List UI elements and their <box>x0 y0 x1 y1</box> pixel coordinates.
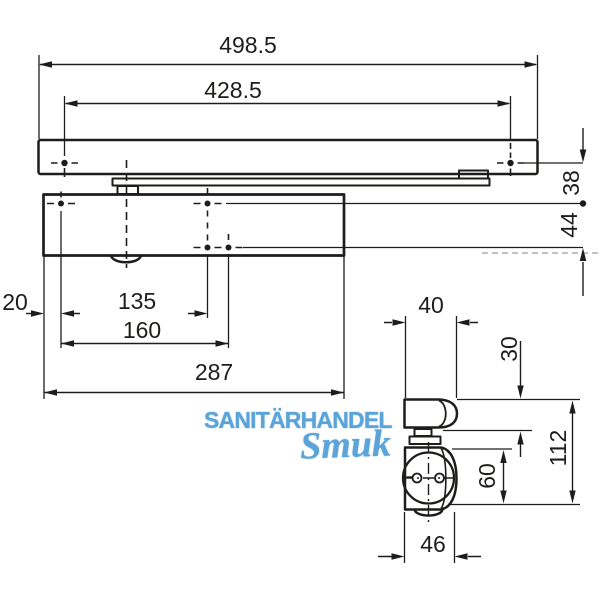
dim-label-112: 112 <box>545 430 571 467</box>
side-view-centerlines <box>402 442 456 526</box>
slide-rail-outline <box>37 138 539 176</box>
dim-label-46: 46 <box>420 531 446 557</box>
rail-profile-inner-edge <box>438 399 447 428</box>
ext-40 <box>404 316 458 398</box>
ext-498 <box>38 55 539 139</box>
spindle-hub <box>408 435 442 445</box>
valve-bump-arc <box>109 254 143 264</box>
rail-hole-left <box>61 159 68 167</box>
closer-body-outline <box>42 193 346 257</box>
rail-hole-center-marks <box>51 143 524 177</box>
dim-60-arrows <box>500 450 507 504</box>
side-valve-bump <box>413 508 444 517</box>
rail-hole-right <box>507 159 514 167</box>
dim-label-44: 44 <box>556 212 582 238</box>
ext-428 <box>63 96 512 156</box>
rail-profile <box>403 398 459 429</box>
top-view-dimensions: 498.5 428.5 38 44 20 135 160 287 <box>2 32 587 399</box>
side-view-dimensions: 40 30 112 60 46 <box>378 292 580 563</box>
dim-label-30: 30 <box>496 336 522 362</box>
ext-below-body <box>43 211 345 399</box>
dim-label-287: 287 <box>195 359 233 385</box>
dim-30-arrows <box>517 385 524 445</box>
dim-label-40: 40 <box>418 292 444 318</box>
dim-label-38: 38 <box>558 170 584 196</box>
dim-label-20: 20 <box>2 289 28 315</box>
side-view <box>401 398 459 526</box>
side-ext-horizontal <box>443 398 580 506</box>
arm-pivot-boss <box>116 185 139 195</box>
spindle-upper <box>413 428 433 437</box>
body-hole-bottom-right <box>225 244 232 251</box>
hole-leader-lines <box>226 162 583 249</box>
top-view <box>37 138 600 268</box>
ext-46 <box>403 512 456 563</box>
closer-arm <box>111 177 491 187</box>
dim-20-arrow <box>31 310 44 317</box>
dim-label-overall-length: 498.5 <box>219 32 277 58</box>
dim-label-60: 60 <box>474 463 500 489</box>
body-hole-top-mid <box>204 200 211 207</box>
dim-label-135: 135 <box>118 288 156 314</box>
body-profile <box>403 446 458 511</box>
dim-label-160: 160 <box>123 317 161 343</box>
body-hole-bottom-mid <box>204 244 211 251</box>
dim-40-arrows <box>392 319 470 326</box>
body-hole-top-left <box>58 200 64 207</box>
body-hole-center-marks <box>47 188 243 249</box>
dim-label-rail-hole-distance: 428.5 <box>204 77 262 103</box>
arm-slider-block <box>458 169 489 180</box>
chain-dim-node-dot <box>579 200 587 207</box>
